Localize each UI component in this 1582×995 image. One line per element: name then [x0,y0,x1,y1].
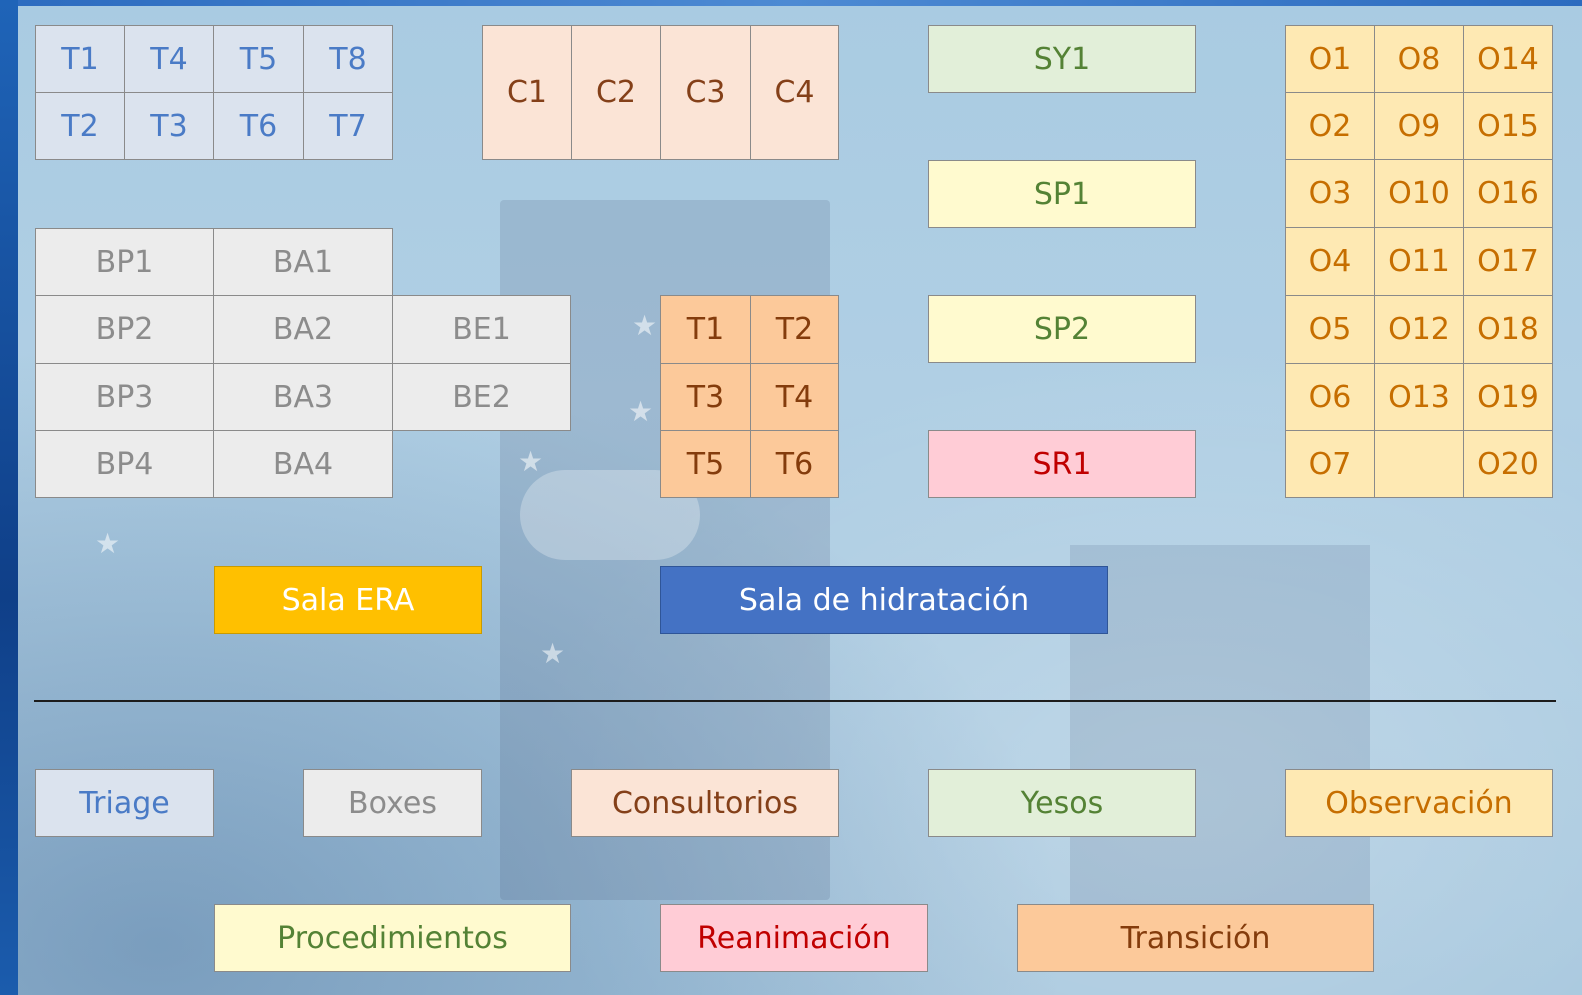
legend-boxes[interactable]: Boxes [303,769,482,837]
observacion-cell[interactable]: O9 [1374,92,1464,160]
procedimientos-cell-sp2[interactable]: SP2 [928,295,1196,363]
box-cell-ba4[interactable]: BA4 [213,430,393,498]
observacion-cell[interactable]: O10 [1374,159,1464,228]
triage-cell-t2[interactable]: T2 [35,92,125,160]
star-icon: ★ [518,445,544,478]
consultorio-cell-c3[interactable]: C3 [660,25,751,160]
yesos-cell-sy1[interactable]: SY1 [928,25,1196,93]
observacion-cell[interactable]: O7 [1285,430,1375,498]
background-sink-cabinet [1070,545,1370,925]
box-cell-be1[interactable]: BE1 [392,295,571,364]
observacion-cell[interactable]: O8 [1374,25,1464,93]
transicion-cell-t5[interactable]: T5 [660,430,751,498]
triage-cell-t4[interactable]: T4 [124,25,214,93]
observacion-cell[interactable]: O19 [1463,363,1553,431]
transicion-cell-t4[interactable]: T4 [750,363,839,431]
triage-cell-t7[interactable]: T7 [303,92,393,160]
procedimientos-cell-sp1[interactable]: SP1 [928,160,1196,228]
legend-procedimientos[interactable]: Procedimientos [214,904,571,972]
observacion-cell[interactable]: O5 [1285,295,1375,364]
transicion-cell-t6[interactable]: T6 [750,430,839,498]
consultorio-cell-c1[interactable]: C1 [482,25,572,160]
triage-cell-t5[interactable]: T5 [213,25,304,93]
box-cell-bp1[interactable]: BP1 [35,228,214,296]
observacion-cell[interactable]: O2 [1285,92,1375,160]
triage-cell-t3[interactable]: T3 [124,92,214,160]
observacion-cell[interactable]: O14 [1463,25,1553,93]
window-left-edge [0,0,18,995]
legend-yesos[interactable]: Yesos [928,769,1196,837]
observacion-cell[interactable]: O6 [1285,363,1375,431]
triage-cell-t1[interactable]: T1 [35,25,125,93]
triage-cell-t8[interactable]: T8 [303,25,393,93]
star-icon: ★ [95,527,121,560]
observacion-cell[interactable]: O18 [1463,295,1553,364]
observacion-cell[interactable]: O15 [1463,92,1553,160]
sala-hidratacion-button[interactable]: Sala de hidratación [660,566,1108,634]
transicion-cell-t3[interactable]: T3 [660,363,751,431]
legend-transicion[interactable]: Transición [1017,904,1374,972]
star-icon: ★ [540,637,566,670]
star-icon: ★ [628,395,654,428]
observacion-cell[interactable]: O12 [1374,295,1464,364]
box-cell-bp3[interactable]: BP3 [35,363,214,431]
consultorio-cell-c2[interactable]: C2 [571,25,661,160]
observacion-cell[interactable]: O11 [1374,227,1464,296]
box-cell-bp2[interactable]: BP2 [35,295,214,364]
reanimacion-cell-sr1[interactable]: SR1 [928,430,1196,498]
legend-separator [34,700,1556,702]
transicion-cell-t1[interactable]: T1 [660,295,751,364]
triage-cell-t6[interactable]: T6 [213,92,304,160]
legend-consultorios[interactable]: Consultorios [571,769,839,837]
observacion-cell[interactable]: O16 [1463,159,1553,228]
box-cell-ba2[interactable]: BA2 [213,295,393,364]
observacion-cell[interactable]: O4 [1285,227,1375,296]
box-cell-bp4[interactable]: BP4 [35,430,214,498]
legend-observacion[interactable]: Observación [1285,769,1553,837]
box-cell-be2[interactable]: BE2 [392,363,571,431]
observacion-cell-empty[interactable] [1374,430,1464,498]
observacion-cell[interactable]: O17 [1463,227,1553,296]
consultorio-cell-c4[interactable]: C4 [750,25,839,160]
box-cell-ba1[interactable]: BA1 [213,228,393,296]
sala-era-button[interactable]: Sala ERA [214,566,482,634]
observacion-cell[interactable]: O13 [1374,363,1464,431]
observacion-cell[interactable]: O20 [1463,430,1553,498]
legend-reanimacion[interactable]: Reanimación [660,904,928,972]
window-top-edge [0,0,1582,6]
observacion-cell[interactable]: O3 [1285,159,1375,228]
transicion-cell-t2[interactable]: T2 [750,295,839,364]
observacion-cell[interactable]: O1 [1285,25,1375,93]
box-cell-ba3[interactable]: BA3 [213,363,393,431]
star-icon: ★ [632,309,658,342]
legend-triage[interactable]: Triage [35,769,214,837]
